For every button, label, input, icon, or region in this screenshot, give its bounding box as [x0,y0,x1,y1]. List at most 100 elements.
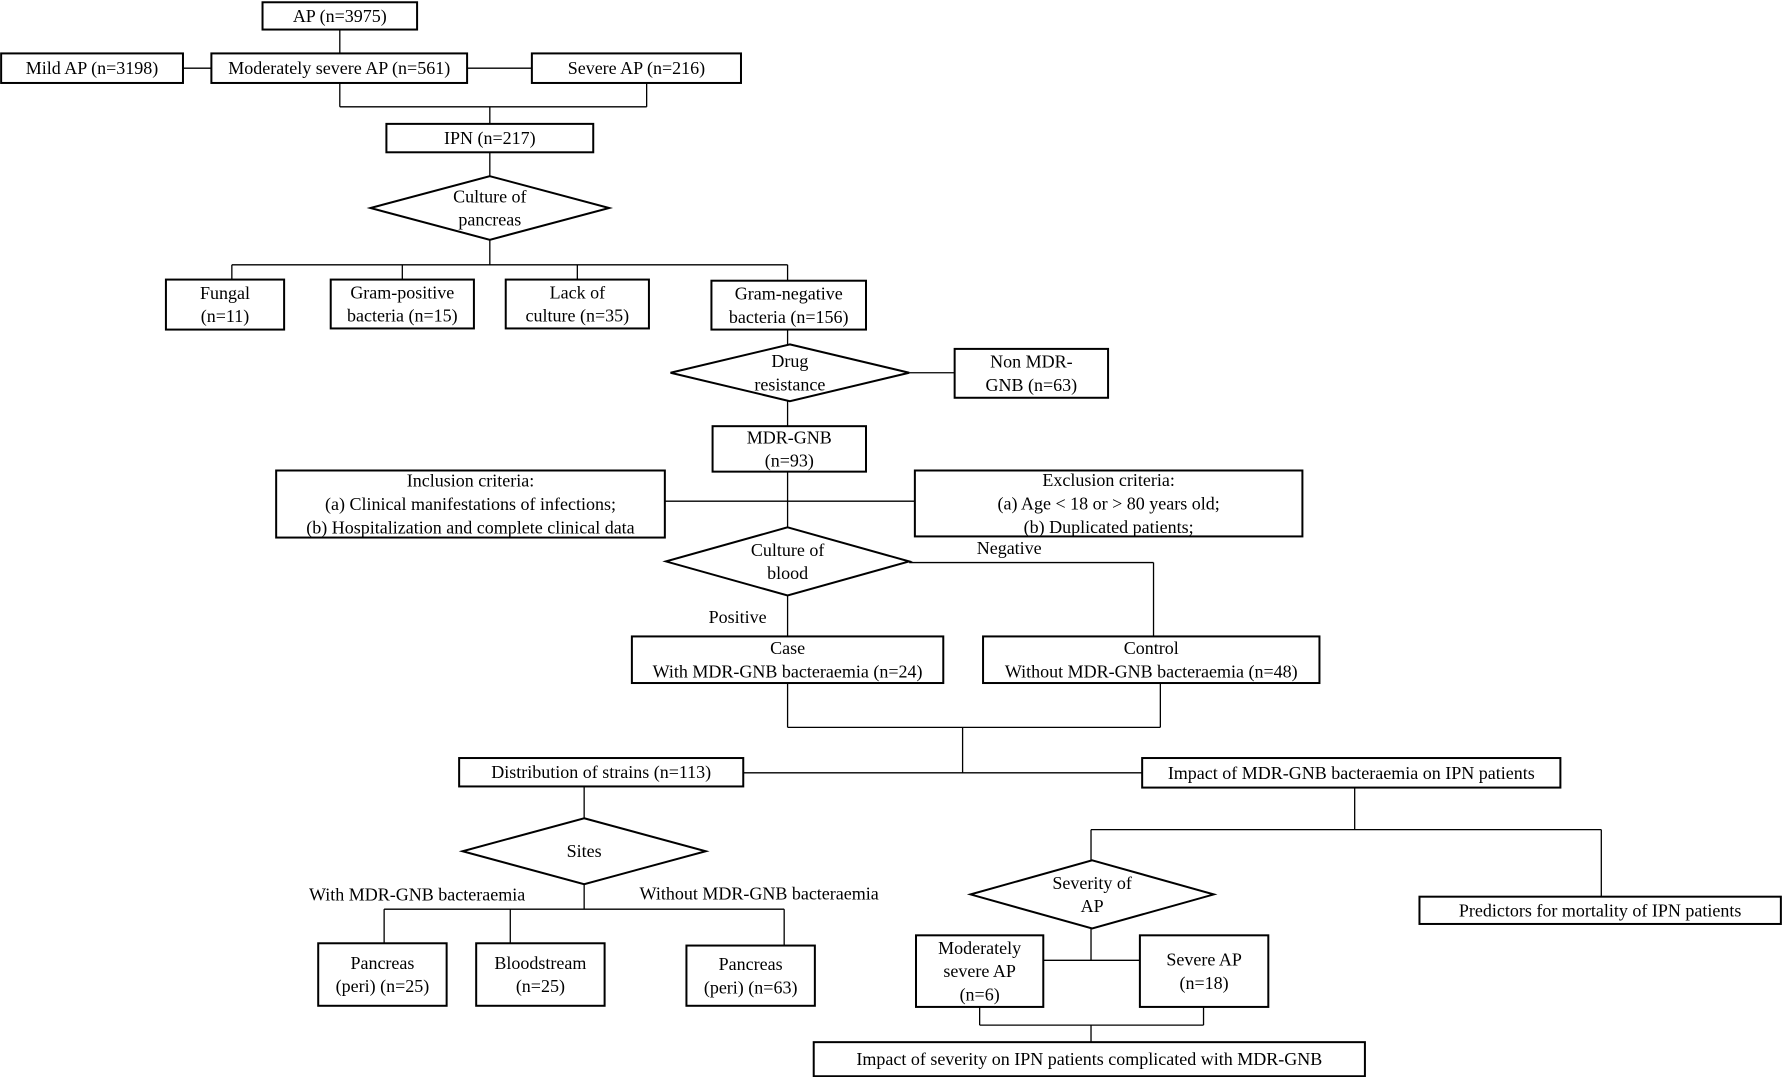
decision-frame [670,343,910,403]
box-frame [164,278,286,331]
box-modsev: Moderately severe AP (n=561) [210,52,469,84]
node-text-line: Control [1124,638,1179,658]
box-frame [317,942,448,1007]
node-text-line: (a) Age < 18 or > 80 years old; [998,493,1220,514]
box-predictors: Predictors for mortality of IPN patients [1418,895,1782,925]
box-frame [275,469,666,539]
decision-sites: Sites [458,817,710,886]
edge-label-with-mdr: With MDR-GNB bacteraemia [309,884,525,904]
decision-culture-blood: Culture of blood [662,526,913,597]
node-text-line: Pancreas [719,954,783,974]
box-gram-neg: Gram-negative bacteria (n=156) [710,279,867,331]
node-text-line: AP [1081,896,1104,916]
decision-frame [366,175,614,241]
node-text-line: With MDR-GNB bacteraemia (n=24) [653,661,923,682]
box-mod-sev-ap: Moderately severe AP (n=6) [915,934,1045,1008]
edge-label-negative: Negative [977,538,1042,558]
box-frame [210,52,469,84]
node-text-line: bacteria (n=15) [347,306,458,327]
node-text-line: Fungal [200,283,250,303]
decision-culture-pancreas: Culture of pancreas [366,175,614,241]
box-frame [982,635,1321,685]
node-text-line: Without MDR-GNB bacteraemia (n=48) [1005,661,1298,682]
box-frame [1418,895,1782,925]
decision-frame [458,817,710,886]
box-exclusion: Exclusion criteria: (a) Age < 18 or > 80 … [913,469,1304,538]
node-text-line: Moderately [938,938,1021,958]
node-text-line: Pancreas [350,953,414,973]
box-impact: Impact of MDR-GNB bacteraemia on IPN pat… [1141,757,1562,789]
node-text-line: (n=25) [516,976,565,997]
box-frame [685,944,816,1007]
node-text-line: GNB (n=63) [986,375,1078,396]
box-frame [385,122,595,154]
node-text-line: (n=11) [201,306,249,327]
node-text-line: resistance [754,374,825,394]
node-text-line: Mild AP (n=3198) [26,58,159,79]
box-ipn: IPN (n=217) [385,122,595,154]
decision-severity: Severity of AP [966,859,1218,930]
node-text-line: Non MDR- [990,352,1073,372]
box-frame [913,469,1304,538]
box-severe: Severe AP (n=216) [530,52,742,84]
node-text-line: (n=93) [765,451,814,472]
box-fungal: Fungal (n=11) [164,278,286,331]
node-text-line: (b) Hospitalization and complete clinica… [306,517,634,538]
box-inclusion: Inclusion criteria: (a) Clinical manifest… [275,469,666,539]
node-text-line: Severe AP [1166,949,1242,969]
node-text-line: MDR-GNB [747,427,832,447]
box-frame [710,279,867,331]
node-text-line: Case [770,638,805,658]
connector-lines [182,29,1602,1043]
decision-frame [966,859,1218,930]
node-text-line: Culture of [751,540,825,560]
box-sev-ap: Severe AP (n=18) [1138,934,1270,1008]
node-text-line: Culture of [453,186,527,206]
node-text-line: (peri) (n=63) [704,977,798,998]
box-frame [1141,757,1562,789]
box-frame [711,425,867,473]
edge-label-without-mdr: Without MDR-GNB bacteraemia [640,883,879,903]
box-mild: Mild AP (n=3198) [0,52,184,84]
node-text-line: (n=18) [1180,973,1229,994]
decision-drug-res: Drug resistance [670,343,910,403]
node-text-line: Severe AP (n=216) [568,58,705,79]
node-text-line: severe AP [943,961,1015,981]
box-impact-severity: Impact of severity on IPN patients compl… [812,1041,1366,1077]
box-frame [504,278,650,330]
node-text-line: AP (n=3975) [293,6,387,27]
box-frame [475,942,606,1007]
node-text-line: Gram-negative [735,283,843,303]
node-text-line: (n=6) [960,984,1000,1005]
box-lack: Lack of culture (n=35) [504,278,650,330]
node-text-line: Severity of [1052,873,1131,893]
box-frame [630,635,945,685]
box-frame [812,1041,1366,1077]
node-text-line: Drug [771,351,808,371]
node-text-line: (b) Duplicated patients; [1024,517,1194,538]
box-frame [530,52,742,84]
box-frame [458,757,745,788]
node-text-line: (peri) (n=25) [336,976,430,997]
node-text-line: Predictors for mortality of IPN patients [1459,900,1741,920]
node-text-line: Lack of [550,282,605,302]
node-text-line: blood [767,563,808,583]
box-mdr: MDR-GNB (n=93) [711,425,867,473]
decision-frame [662,526,913,597]
node-text-line: Exclusion criteria: [1042,470,1174,490]
node-text-line: IPN (n=217) [444,128,536,149]
node-text-line: bacteria (n=156) [729,307,849,328]
box-ap: AP (n=3975) [261,1,419,31]
node-text-line: Moderately severe AP (n=561) [228,58,450,79]
box-pancreas-without: Pancreas (peri) (n=63) [685,944,816,1007]
node-text-line: culture (n=35) [526,306,630,327]
node-text-line: Bloodstream [494,953,586,973]
edge-label-positive: Positive [709,607,767,627]
node-text-line: pancreas [458,210,521,230]
box-frame [1138,934,1270,1008]
node-text-line: Inclusion criteria: [407,471,534,491]
node-text-line: (a) Clinical manifestations of infection… [325,494,616,515]
